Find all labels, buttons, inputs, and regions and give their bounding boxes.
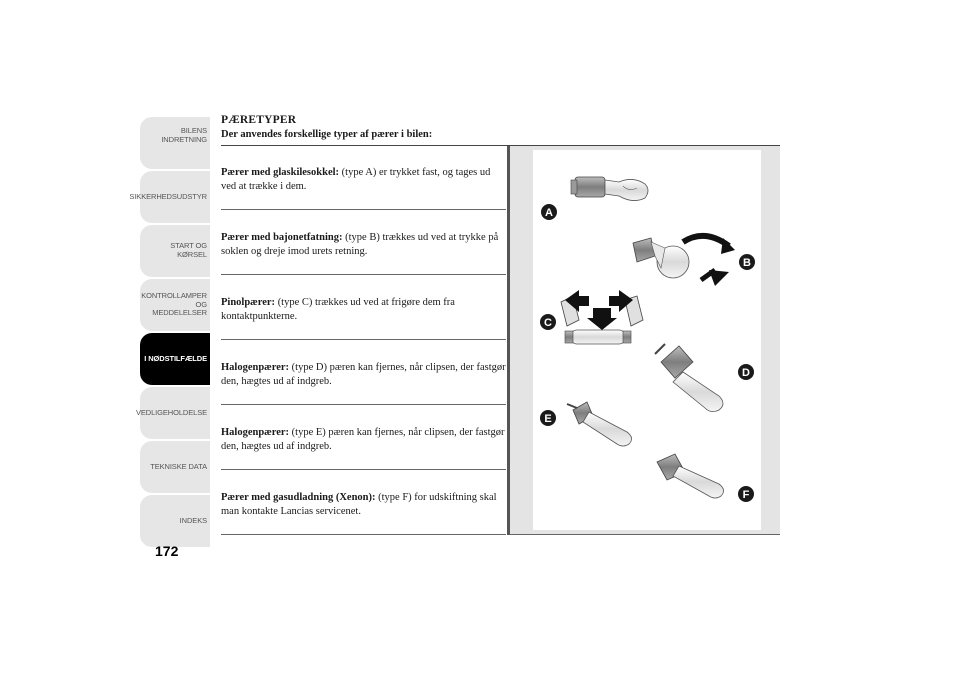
- page-number: 172: [155, 543, 179, 559]
- entry-term: Pærer med bajonetfatning:: [221, 232, 343, 243]
- section-intro: Der anvendes forskellige typer af pærer …: [221, 129, 433, 140]
- tab-label: SIKKERHEDSUDSTYR: [129, 191, 207, 201]
- bulb-halogen-h4-icon: [654, 343, 724, 412]
- entry-description: (type C) trækkes ud ved at frigøre dem f…: [221, 297, 455, 322]
- tab-vedligeholdelse[interactable]: VEDLIGEHOLDELSE: [136, 387, 210, 439]
- column-divider: [507, 146, 510, 535]
- entry-description: (type F) for udskiftning skal man kontak…: [221, 492, 497, 517]
- entry-term: Pærer med glaskilesokkel:: [221, 167, 340, 178]
- list-item: Pærer med bajonetfatning: (type B) trækk…: [221, 211, 506, 275]
- tab-label: I NØDSTILFÆLDE: [144, 353, 207, 363]
- entry-description: (type E) pæren kan fjernes, når clipsen,…: [221, 427, 505, 452]
- section-title: PÆRETYPER: [221, 114, 297, 126]
- bulb-wedge-icon: [570, 176, 649, 201]
- list-item: Pinolpærer: (type C) trækkes ud ved at f…: [221, 276, 506, 340]
- entry-description: (type D) pæren kan fjernes, når clipsen,…: [221, 362, 506, 387]
- label-b: B: [743, 257, 751, 269]
- tab-i-nodstilfaelde[interactable]: I NØDSTILFÆLDE: [140, 333, 210, 385]
- label-c: C: [544, 317, 552, 329]
- tab-label: VEDLIGEHOLDELSE: [135, 407, 207, 417]
- tab-label: INDEKS: [179, 515, 207, 525]
- entry-term: Pærer med gasudladning (Xenon):: [221, 492, 376, 503]
- label-d: D: [742, 367, 750, 379]
- bulb-halogen-h1-icon: [566, 401, 632, 447]
- bulb-illustration: A B C D E F: [533, 150, 761, 530]
- entry-term: Halogenpærer:: [221, 427, 290, 438]
- tab-sikkerhedsudstyr[interactable]: SIKKERHEDSUDSTYR: [129, 171, 210, 223]
- label-e: E: [544, 413, 551, 425]
- list-item: Halogenpærer: (type D) pæren kan fjernes…: [221, 341, 506, 405]
- bulb-illustration-svg: A B C D E F: [540, 176, 755, 502]
- tab-label: START OG KØRSEL: [170, 241, 207, 259]
- label-f: F: [743, 489, 750, 501]
- entry-term: Halogenpærer:: [221, 362, 290, 373]
- bulb-labels: A B C D E F: [540, 204, 755, 502]
- tab-start-og-korsel[interactable]: START OG KØRSEL: [140, 225, 210, 277]
- tab-label: BILENS INDRETNING: [161, 126, 207, 144]
- entry-term: Pinolpærer:: [221, 297, 276, 308]
- list-item: Pærer med gasudladning (Xenon): (type F)…: [221, 471, 506, 535]
- top-rule: [221, 145, 780, 146]
- tab-kontrollamper[interactable]: KONTROLLAMPER OG MEDDELELSER: [140, 279, 210, 331]
- tab-tekniske-data[interactable]: TEKNISKE DATA: [140, 441, 210, 493]
- tab-bilens-indretning[interactable]: BILENS INDRETNING: [140, 117, 210, 169]
- list-item: Pærer med glaskilesokkel: (type A) er tr…: [221, 146, 506, 210]
- bulb-bayonet-icon: [632, 233, 735, 286]
- bulb-type-list: Pærer med glaskilesokkel: (type A) er tr…: [221, 146, 506, 535]
- entry-description: (type A) er trykket fast, og tages ud ve…: [221, 167, 491, 192]
- tab-label: KONTROLLAMPER OG MEDDELELSER: [141, 291, 207, 318]
- bulb-xenon-icon: [656, 453, 724, 499]
- label-a: A: [545, 207, 553, 219]
- tab-indeks[interactable]: INDEKS: [140, 495, 210, 547]
- bulb-festoon-icon: [560, 290, 644, 345]
- entry-description: (type B) trækkes ud ved at trykke på sok…: [221, 232, 499, 257]
- list-item: Halogenpærer: (type E) pæren kan fjernes…: [221, 406, 506, 470]
- tab-label: TEKNISKE DATA: [150, 461, 207, 471]
